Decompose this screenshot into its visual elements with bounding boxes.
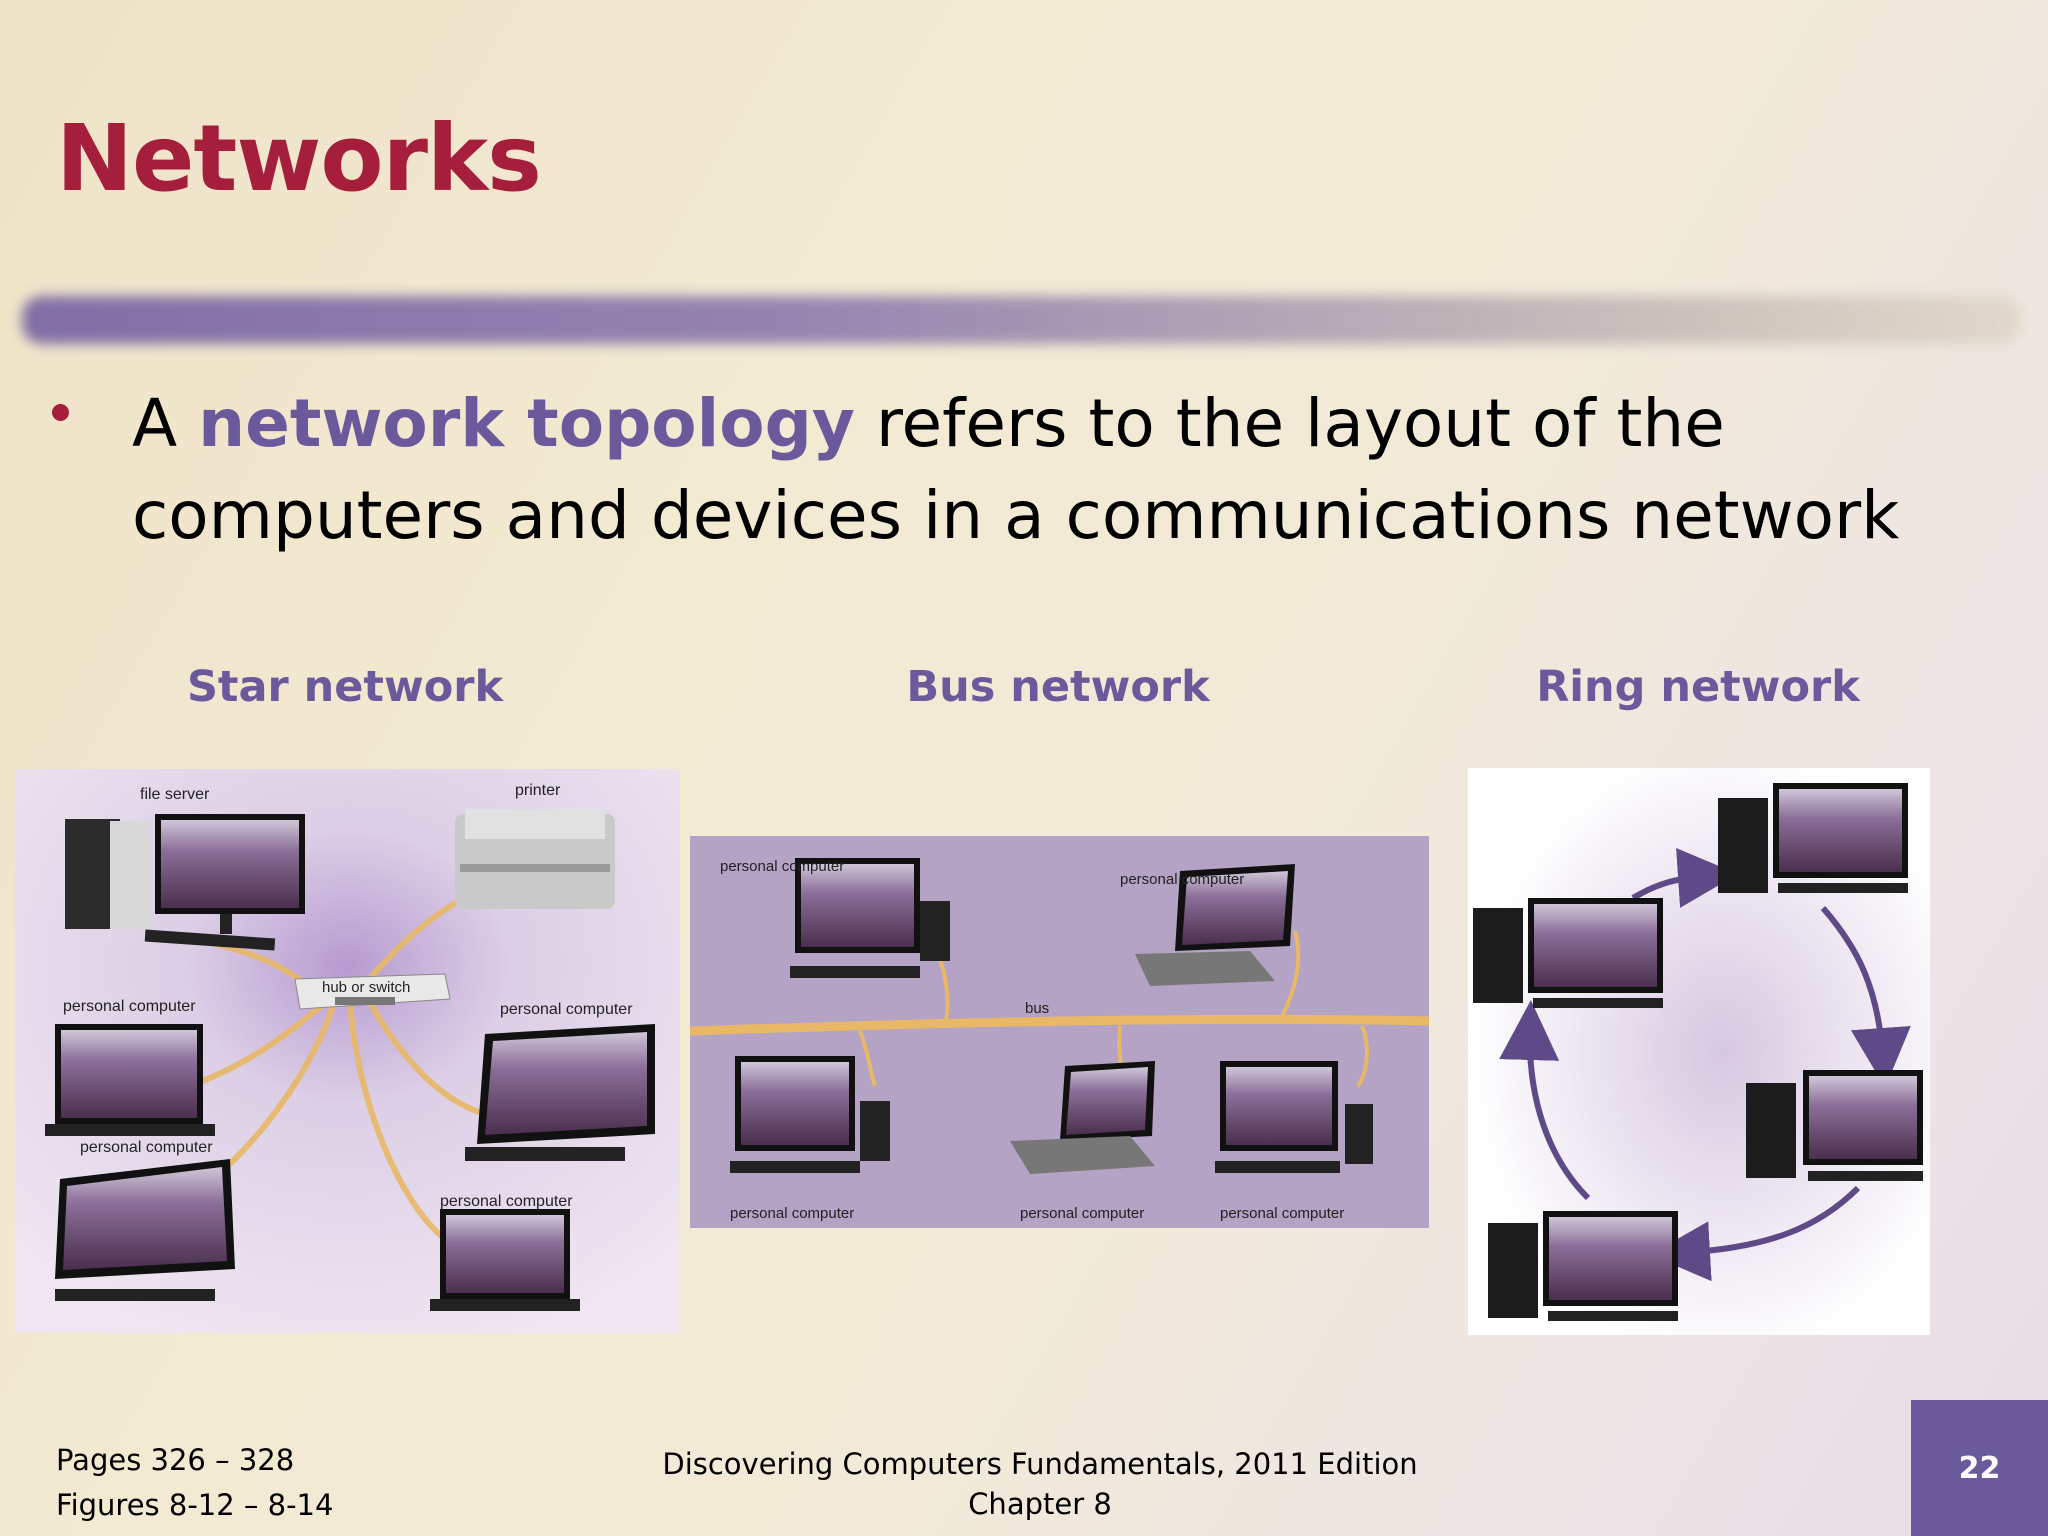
caption-ring-network: Ring network xyxy=(1536,662,1860,712)
label-hub-or-switch: hub or switch xyxy=(322,979,410,996)
label-printer: printer xyxy=(515,782,561,799)
bullet-dot-icon xyxy=(52,404,69,421)
ring-pc-left xyxy=(1473,898,1663,1008)
caption-star-network: Star network xyxy=(186,662,504,712)
footer-book-title: Discovering Computers Fundamentals, 2011… xyxy=(662,1447,1418,1481)
label-pc-right-mid: personal computer xyxy=(500,1001,633,1018)
ring-arrow xyxy=(1650,1185,1861,1282)
ring-arrow xyxy=(1631,848,1738,908)
bullet-prefix: A xyxy=(132,385,199,462)
pc-left-bottom xyxy=(55,1159,235,1301)
page-number-badge: 22 xyxy=(1911,1400,2048,1536)
bus-cable xyxy=(690,1014,1429,1036)
label-bus: bus xyxy=(1025,1000,1049,1017)
bus-pc-bottom-left xyxy=(730,1056,890,1173)
footer-figures: Figures 8-12 – 8-14 xyxy=(56,1488,334,1522)
printer xyxy=(455,809,615,909)
pc-left-top xyxy=(45,1024,215,1136)
footer-pages: Pages 326 – 328 xyxy=(56,1443,295,1477)
bus-pc-bottom-mid xyxy=(1010,1061,1155,1174)
label-pc-left-bottom: personal computer xyxy=(80,1139,213,1156)
label-pc-bottom-right: personal computer xyxy=(440,1193,573,1210)
label-bus-pc-bottom-right: personal computer xyxy=(1220,1205,1344,1222)
label-bus-pc-bottom-left: personal computer xyxy=(730,1205,854,1222)
bus-pc-top-right xyxy=(1135,864,1295,986)
star-cable xyxy=(347,996,448,1242)
bus-pc-bottom-right xyxy=(1215,1061,1373,1173)
page-number: 22 xyxy=(1958,1450,2001,1486)
ring-pc-top-right xyxy=(1718,783,1908,893)
ring-pc-bottom xyxy=(1488,1211,1678,1321)
slide-title: Networks xyxy=(56,105,542,212)
ring-network-figure xyxy=(1468,768,1930,1335)
bus-network-figure: personal computer personal computer bus … xyxy=(690,836,1429,1228)
hub-or-switch xyxy=(294,973,451,1010)
pc-bottom-right xyxy=(430,1209,580,1311)
footer-references: Pages 326 – 328 Figures 8-12 – 8-14 xyxy=(56,1438,333,1528)
label-bus-pc-top-right: personal computer xyxy=(1120,871,1244,888)
pc-right-mid xyxy=(465,1024,655,1161)
bullet-text: A network topology refers to the layout … xyxy=(132,378,2032,562)
label-bus-pc-top-left: personal computer xyxy=(720,858,844,875)
caption-bus-network: Bus network xyxy=(906,662,1210,712)
star-cable xyxy=(362,991,488,1117)
ring-arrow xyxy=(1820,906,1911,1088)
label-file-server: file server xyxy=(140,786,210,803)
label-pc-left-top: personal computer xyxy=(63,998,196,1015)
bullet-suffix: refers to the layout of the computers an… xyxy=(132,385,1900,554)
label-bus-pc-bottom-mid: personal computer xyxy=(1020,1205,1144,1222)
file-server xyxy=(65,814,305,951)
bus-pc-top-left xyxy=(790,858,950,978)
footer-book: Discovering Computers Fundamentals, 2011… xyxy=(640,1444,1440,1524)
footer-chapter: Chapter 8 xyxy=(968,1487,1112,1521)
star-network-figure: file server printer hub or switch person… xyxy=(15,769,680,1333)
title-divider xyxy=(22,296,2022,344)
ring-arrow xyxy=(1499,1000,1591,1201)
bullet-emphasis: network topology xyxy=(198,385,855,462)
ring-pc-right xyxy=(1746,1070,1923,1181)
